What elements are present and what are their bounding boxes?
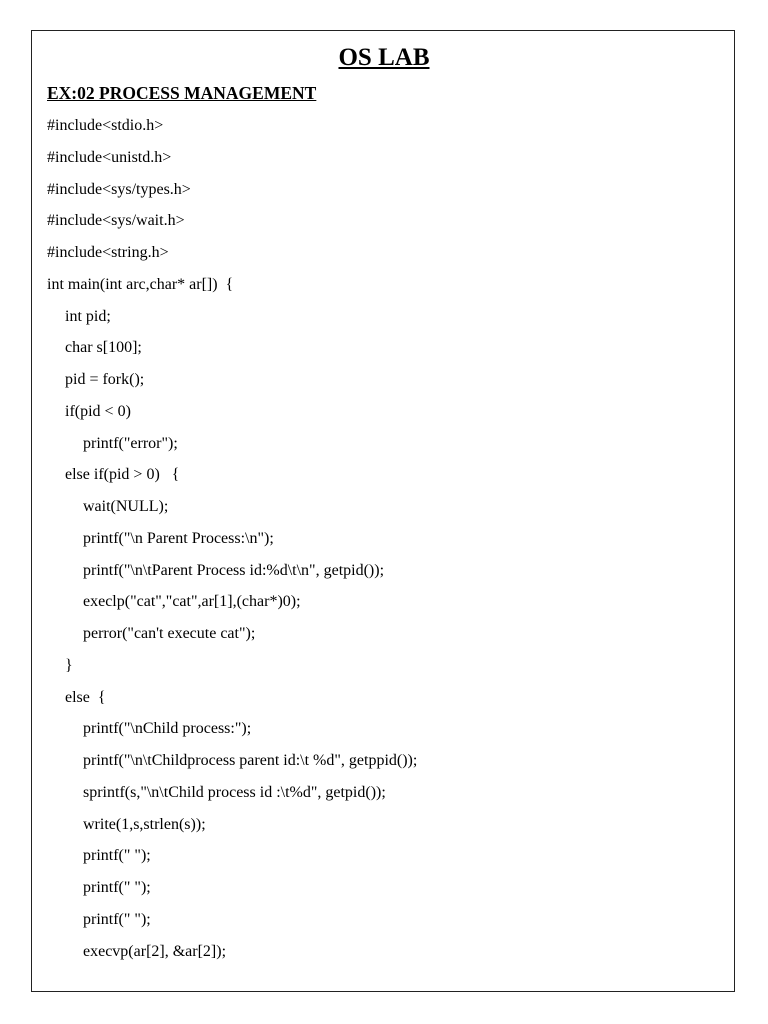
code-line: wait(NULL); [83,498,169,515]
code-listing: #include<stdio.h> #include<unistd.h> #incl… [47,112,417,969]
code-line: #include<unistd.h> [47,148,172,166]
code-line: #include<string.h> [47,244,169,261]
code-line: #include<sys/types.h> [47,180,191,198]
code-line: printf("\n\tParent Process id:%d\t\n", g… [83,561,385,579]
code-line: printf("\n Parent Process:\n"); [83,529,274,547]
page-title: OS LAB [338,44,430,71]
code-line: } [65,656,73,674]
code-line: printf("error"); [83,434,178,452]
code-line: #include<stdio.h> [47,117,164,134]
code-line: char s[100]; [65,339,142,357]
code-line: else if(pid > 0) { [65,466,180,484]
page-border [31,30,735,992]
code-line: printf(" "); [83,910,151,928]
code-line: execvp(ar[2], &ar[2]); [83,942,227,960]
code-line: printf(" "); [83,879,151,896]
code-line: int pid; [65,307,111,325]
code-line: printf("\n\tChildprocess parent id:\t %d… [83,752,418,769]
code-line: if(pid < 0) [65,402,131,420]
code-line: else { [65,688,106,706]
code-line: pid = fork(); [65,371,145,388]
section-heading: EX:02 PROCESS MANAGEMENT [47,83,317,103]
code-line: printf(" "); [83,847,151,865]
code-line: execlp("cat","cat",ar[1],(char*)0); [83,593,301,611]
code-line: #include<sys/wait.h> [47,212,185,230]
code-line: perror("can't execute cat"); [83,625,256,642]
code-line: int main(int arc,char* ar[]) { [47,275,234,293]
code-line: sprintf(s,"\n\tChild process id :\t%d", … [83,783,386,801]
code-line: printf("\nChild process:"); [83,720,252,738]
code-line: write(1,s,strlen(s)); [83,815,206,833]
